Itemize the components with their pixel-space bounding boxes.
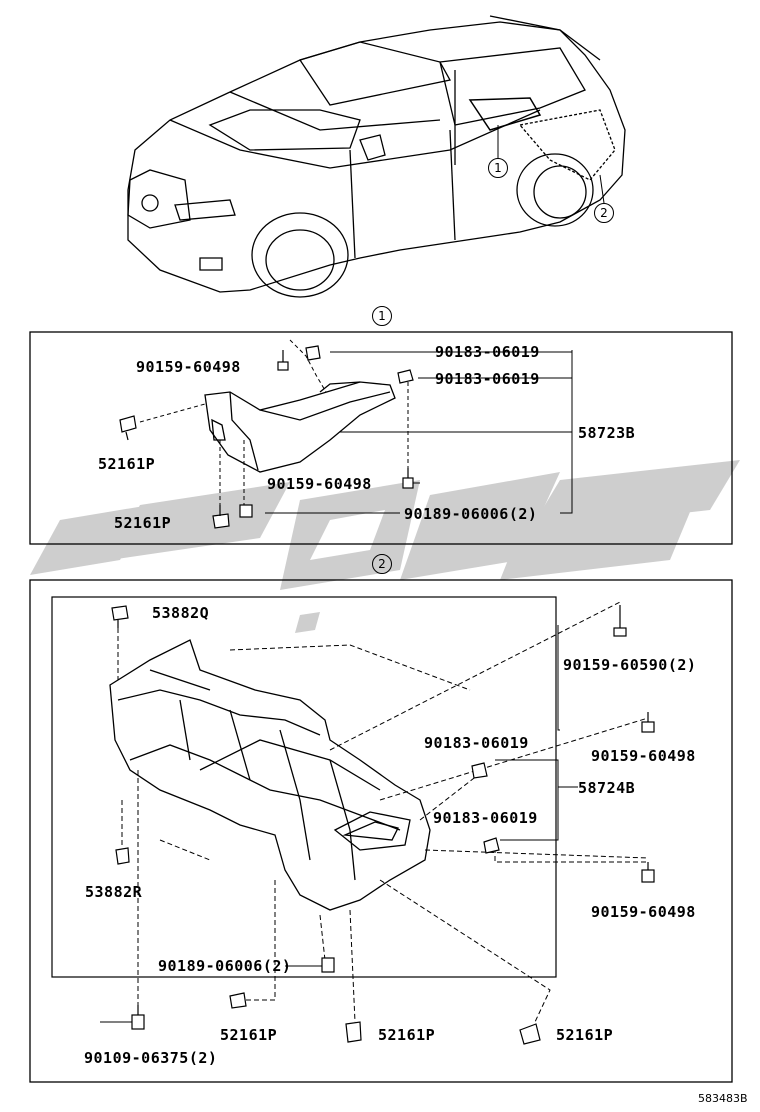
part-number-58723b: 58723B [578,424,636,442]
screw-icon [277,350,289,371]
label-nut-bottom-2: 90189-06006(2) [158,957,292,975]
fender-liner-part [204,381,396,473]
section1-leaders [139,339,573,514]
watermark [30,460,740,633]
bolt-icon [111,605,129,628]
grommet-icon [471,762,488,779]
callout-1-vehicle: 1 [488,158,508,178]
label-clip-a: 52161P [220,1026,278,1044]
label-screw-right-b: 90159-60498 [591,903,696,921]
screw-icon [613,605,627,637]
section2-callout: 2 [372,554,392,574]
nut-icon [239,504,253,518]
label-bolt-53882q: 53882Q [152,604,210,622]
grommet-icon [483,837,500,854]
label-bolt-53882r: 53882R [85,883,143,901]
leader-line [599,174,605,204]
label-grommet-b: 90183-06019 [433,809,538,827]
label-clip-left: 52161P [98,455,156,473]
section2-leaders [117,601,649,1023]
engine-under-cover-part [109,639,431,911]
bolt-icon [131,1005,145,1030]
label-clip-b: 52161P [378,1026,436,1044]
label-screw-top-right: 90159-60590(2) [563,656,697,674]
callout-2-vehicle: 2 [594,203,614,223]
nut-icon [321,957,335,973]
screw-icon [402,468,414,489]
label-bolt-bottom-left: 90109-06375(2) [84,1049,218,1067]
part-number-58724b: 58724B [578,779,636,797]
label-nut-bottom: 90189-06006(2) [404,505,538,523]
label-screw-right-a: 90159-60498 [591,747,696,765]
label-clip-bottom: 52161P [114,514,172,532]
label-screw-top: 90159-60498 [136,358,241,376]
clip-icon [212,505,230,529]
label-grommet-mid: 90183-06019 [435,370,540,388]
bolt-icon [115,847,130,865]
section2-frame [29,579,733,1083]
clip-icon [119,415,137,441]
label-grommet-top: 90183-06019 [435,343,540,361]
vehicle-illustration [127,15,626,298]
clip-icon [519,1023,541,1045]
label-clip-c: 52161P [556,1026,614,1044]
section2-inner-frame [51,596,557,978]
diagram-code: 583483B [698,1092,748,1105]
section1-callout: 1 [372,306,392,326]
label-grommet-a: 90183-06019 [424,734,529,752]
grommet-icon [305,345,321,361]
clip-icon [229,992,247,1009]
section1-frame [29,331,733,545]
screw-icon [641,862,655,883]
screw-icon [641,712,655,733]
grommet-icon [397,369,414,384]
label-screw-mid: 90159-60498 [267,475,372,493]
clip-icon [345,1021,362,1043]
